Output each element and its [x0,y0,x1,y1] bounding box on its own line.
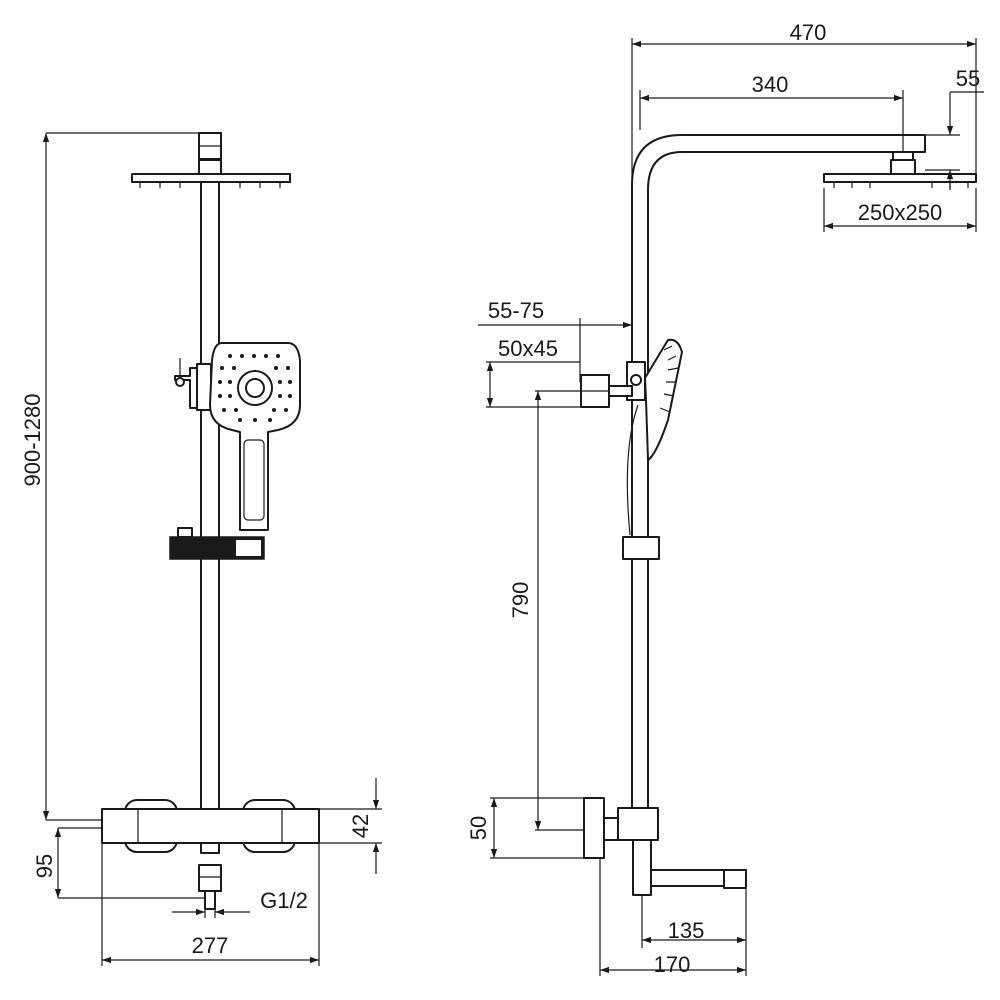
front-shelf [169,527,265,560]
front-rain-shower-head [131,159,291,188]
dim-inlet-thread: G1/2 [260,888,308,913]
dim-arm-length: 340 [752,72,789,97]
front-rail [200,159,220,811]
front-hand-shower [209,342,301,531]
dimension-labels: 470 340 55 250x250 55-75 50x45 790 900-1… [20,20,980,977]
dim-holder-size: 50x45 [498,336,558,361]
dim-holder-height: 790 [508,582,533,619]
dimension-lines [42,38,984,976]
side-hand-shower [626,338,683,461]
front-view [101,132,320,910]
side-hose [626,404,639,536]
front-thermostatic-valve [101,799,320,910]
front-hand-shower-holder [174,358,212,411]
side-valve [583,797,747,896]
side-riser-and-arm [631,134,926,816]
dim-valve-height: 42 [348,814,373,838]
dim-valve-total-height: 95 [32,854,57,878]
dim-wall-bracket: 50 [466,816,491,840]
dim-spout-length: 135 [668,918,705,943]
side-rain-shower-head [823,159,977,188]
dim-total-width: 470 [790,20,827,45]
dim-valve-width: 277 [192,933,229,958]
dim-holder-offset: 55-75 [488,298,544,323]
side-view [580,134,977,896]
dim-head-size: 250x250 [858,200,942,225]
dim-rail-height: 900-1280 [20,394,45,487]
dim-spout-projection: 170 [654,952,691,977]
side-shelf-collar [622,536,660,560]
dim-arm-height: 55 [956,66,980,91]
